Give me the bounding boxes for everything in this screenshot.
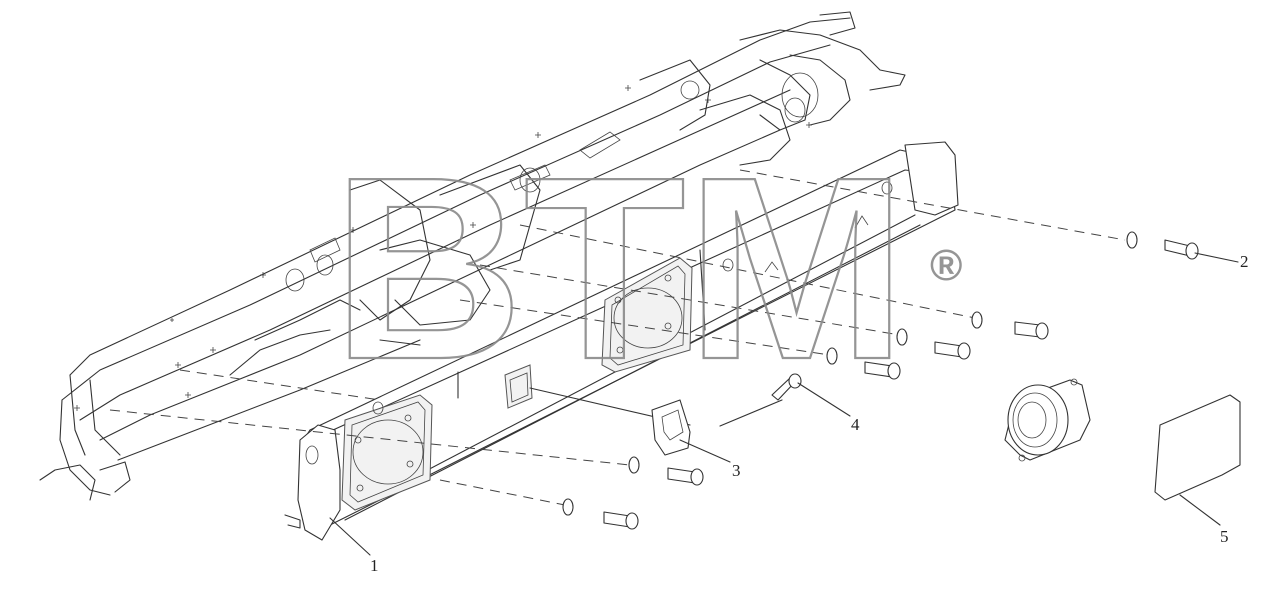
speaker-unit bbox=[1004, 378, 1091, 462]
callout-1: 1 bbox=[370, 556, 379, 575]
watermark-registered-mark: ® bbox=[930, 241, 962, 290]
fastener-markers bbox=[74, 85, 812, 411]
callout-2: 2 bbox=[1240, 252, 1249, 271]
watermark-text: BTM bbox=[332, 124, 907, 414]
part-4-screw bbox=[771, 373, 802, 401]
leader-lines bbox=[329, 252, 1239, 556]
part-1-rear-trim-panel bbox=[284, 141, 959, 541]
callout-labels: 1 2 3 4 5 bbox=[370, 252, 1249, 575]
part-3-slot-cover bbox=[651, 399, 691, 456]
callout-4: 4 bbox=[851, 415, 860, 434]
part-5-cover-plate bbox=[1154, 394, 1241, 501]
fastener-set bbox=[562, 231, 1199, 530]
callout-3: 3 bbox=[732, 461, 741, 480]
cab-rear-wall-structure bbox=[39, 11, 906, 501]
btm-watermark: BTM ® bbox=[331, 123, 963, 415]
callout-5: 5 bbox=[1220, 527, 1229, 546]
